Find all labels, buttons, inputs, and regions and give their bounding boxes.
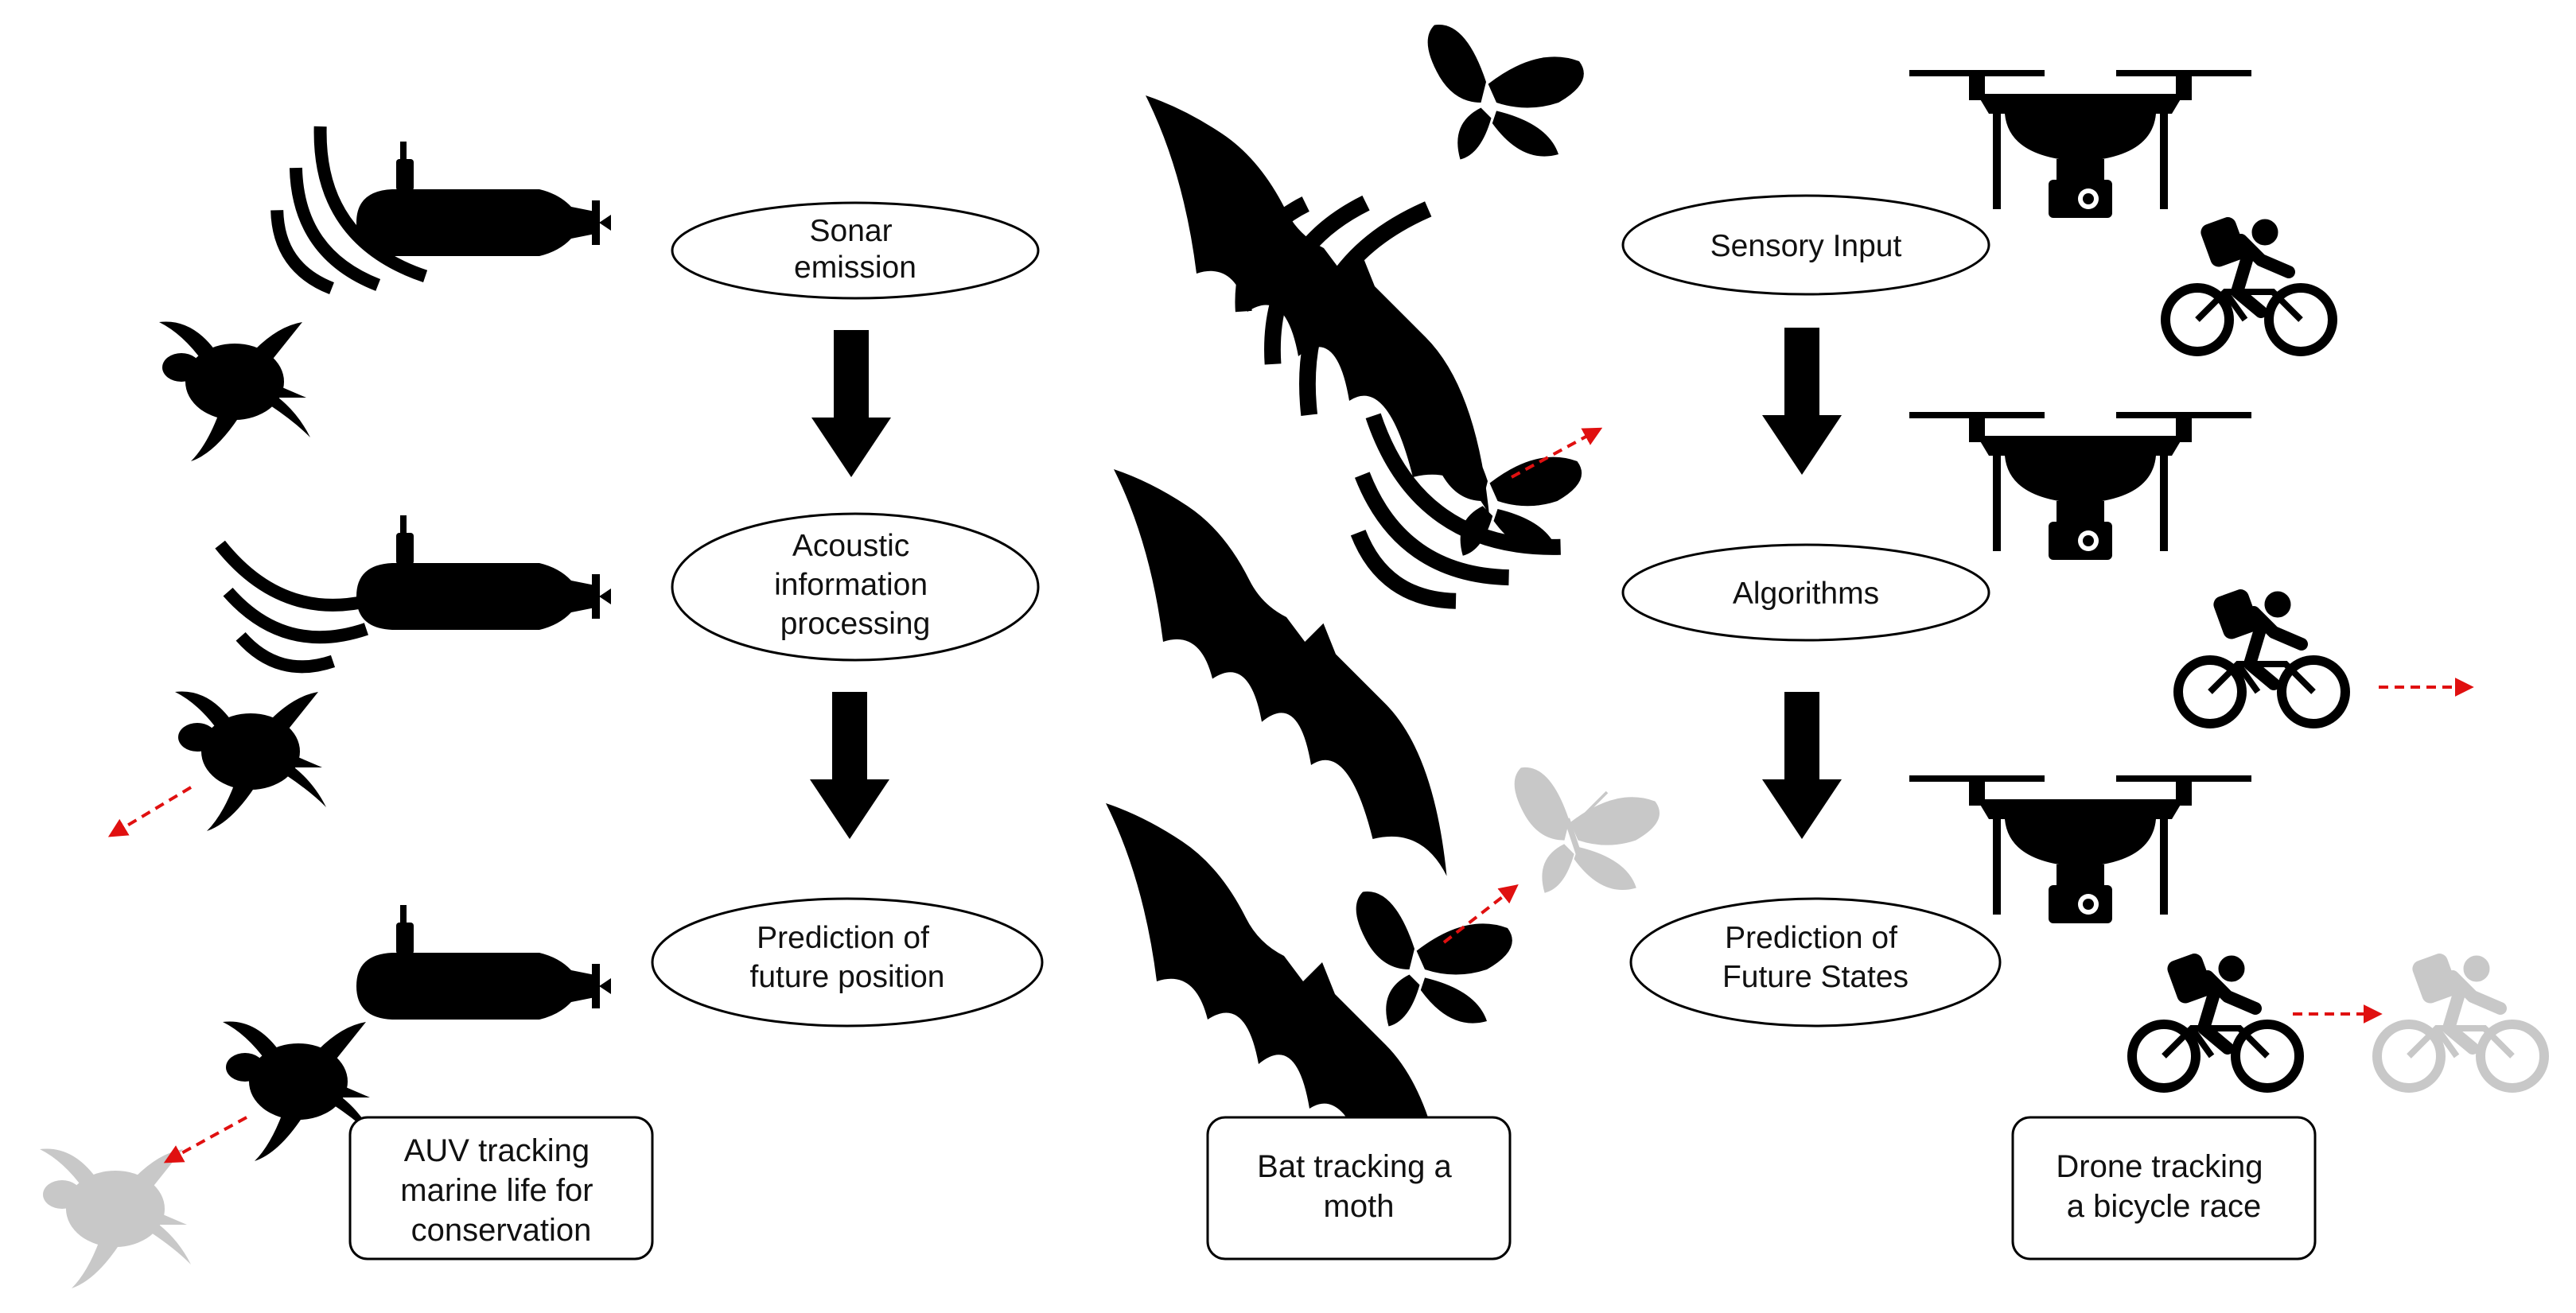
- bat-panel: Bat tracking a moth: [1106, 24, 1659, 1261]
- cyclist-icon: [2132, 952, 2299, 1088]
- caption-box-bat: [1206, 1116, 1512, 1261]
- node-sensory-input-label: Sensory Input: [1710, 229, 1902, 263]
- node-algorithms-label: Algorithms: [1733, 577, 1879, 611]
- flow-arrow-icon: [1762, 692, 1842, 839]
- motion-arrow-icon: [163, 1116, 247, 1163]
- cyclist-icon: [2165, 216, 2333, 352]
- caption-bat: Bat tracking a moth: [1257, 1149, 1461, 1224]
- drone-panel: Sensory Input Algorithms Prediction of F…: [1621, 70, 2544, 1261]
- caption-drone: Drone tracking a bicycle race: [2056, 1149, 2271, 1224]
- motion-arrow-icon: [107, 786, 193, 837]
- butterfly-icon: [1356, 892, 1512, 1027]
- node-prediction-states: [1629, 897, 2002, 1027]
- node-prediction-position-label: Prediction of future position: [750, 921, 945, 994]
- submarine-icon: [356, 515, 611, 630]
- auv-panel: Sonar emission Acoustic information proc…: [40, 126, 1044, 1288]
- submarine-icon: [356, 142, 611, 256]
- node-sonar-emission-label: Sonar emission: [794, 214, 916, 285]
- caption-auv: AUV tracking marine life for conservatio…: [400, 1133, 601, 1248]
- sea-turtle-icon: [159, 321, 310, 461]
- node-sonar-emission: [671, 201, 1040, 300]
- node-prediction-states-label: Prediction of Future States: [1722, 921, 1909, 994]
- cyclist-icon-ghost: [2377, 952, 2544, 1088]
- motion-arrow-icon: [1511, 427, 1603, 479]
- drone-icon: [1909, 412, 2251, 560]
- node-algorithms: [1621, 543, 1990, 642]
- submarine-icon: [356, 905, 611, 1020]
- node-sensory-input: [1621, 194, 1990, 296]
- sea-turtle-icon-ghost: [40, 1148, 191, 1288]
- flow-arrow-icon: [811, 330, 891, 477]
- butterfly-icon-ghost: [1515, 768, 1659, 892]
- butterfly-icon: [1427, 24, 1584, 160]
- cyclist-icon: [2178, 588, 2345, 724]
- flow-arrow-icon: [810, 692, 889, 839]
- node-acoustic-processing: [671, 512, 1040, 662]
- drone-icon: [1909, 70, 2251, 218]
- node-prediction-position: [651, 897, 1044, 1027]
- caption-box-auv: [348, 1116, 654, 1261]
- caption-box-drone: [2011, 1116, 2317, 1261]
- drone-icon: [1909, 775, 2251, 923]
- flow-arrow-icon: [1762, 328, 1842, 475]
- sea-turtle-icon: [175, 691, 326, 831]
- node-acoustic-processing-label: Acoustic information processing: [774, 529, 936, 641]
